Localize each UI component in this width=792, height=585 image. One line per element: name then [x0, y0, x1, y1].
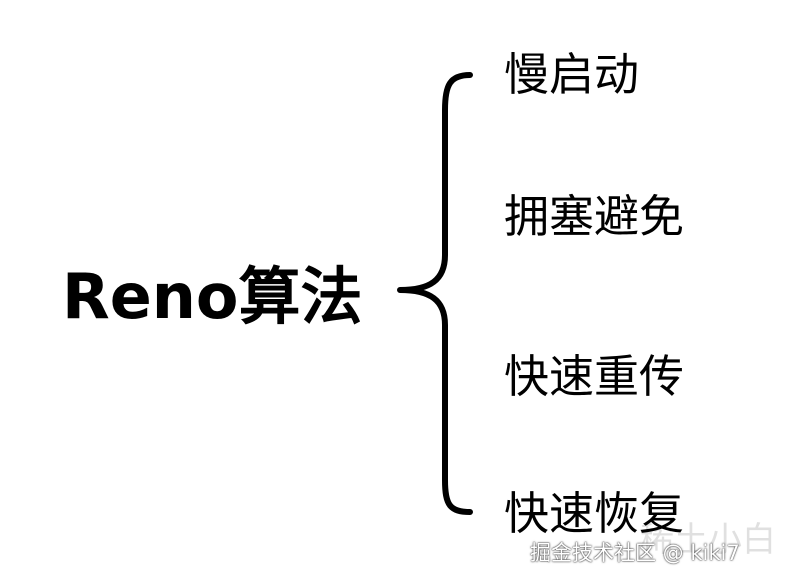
branch-fast-retransmit: 快速重传 — [504, 350, 685, 403]
root-node-label: Reno算法 — [62, 260, 363, 333]
branch-congestion-avoidance: 拥塞避免 — [504, 190, 685, 243]
curly-brace-path — [397, 72, 473, 515]
branch-slow-start: 慢启动 — [504, 48, 640, 101]
watermark-text: 掘金技术社区 @ kiki7 — [530, 541, 740, 565]
branch-fast-recovery: 快速恢复 — [504, 487, 685, 540]
watermark-ghost: 稀土小白 — [640, 520, 776, 560]
